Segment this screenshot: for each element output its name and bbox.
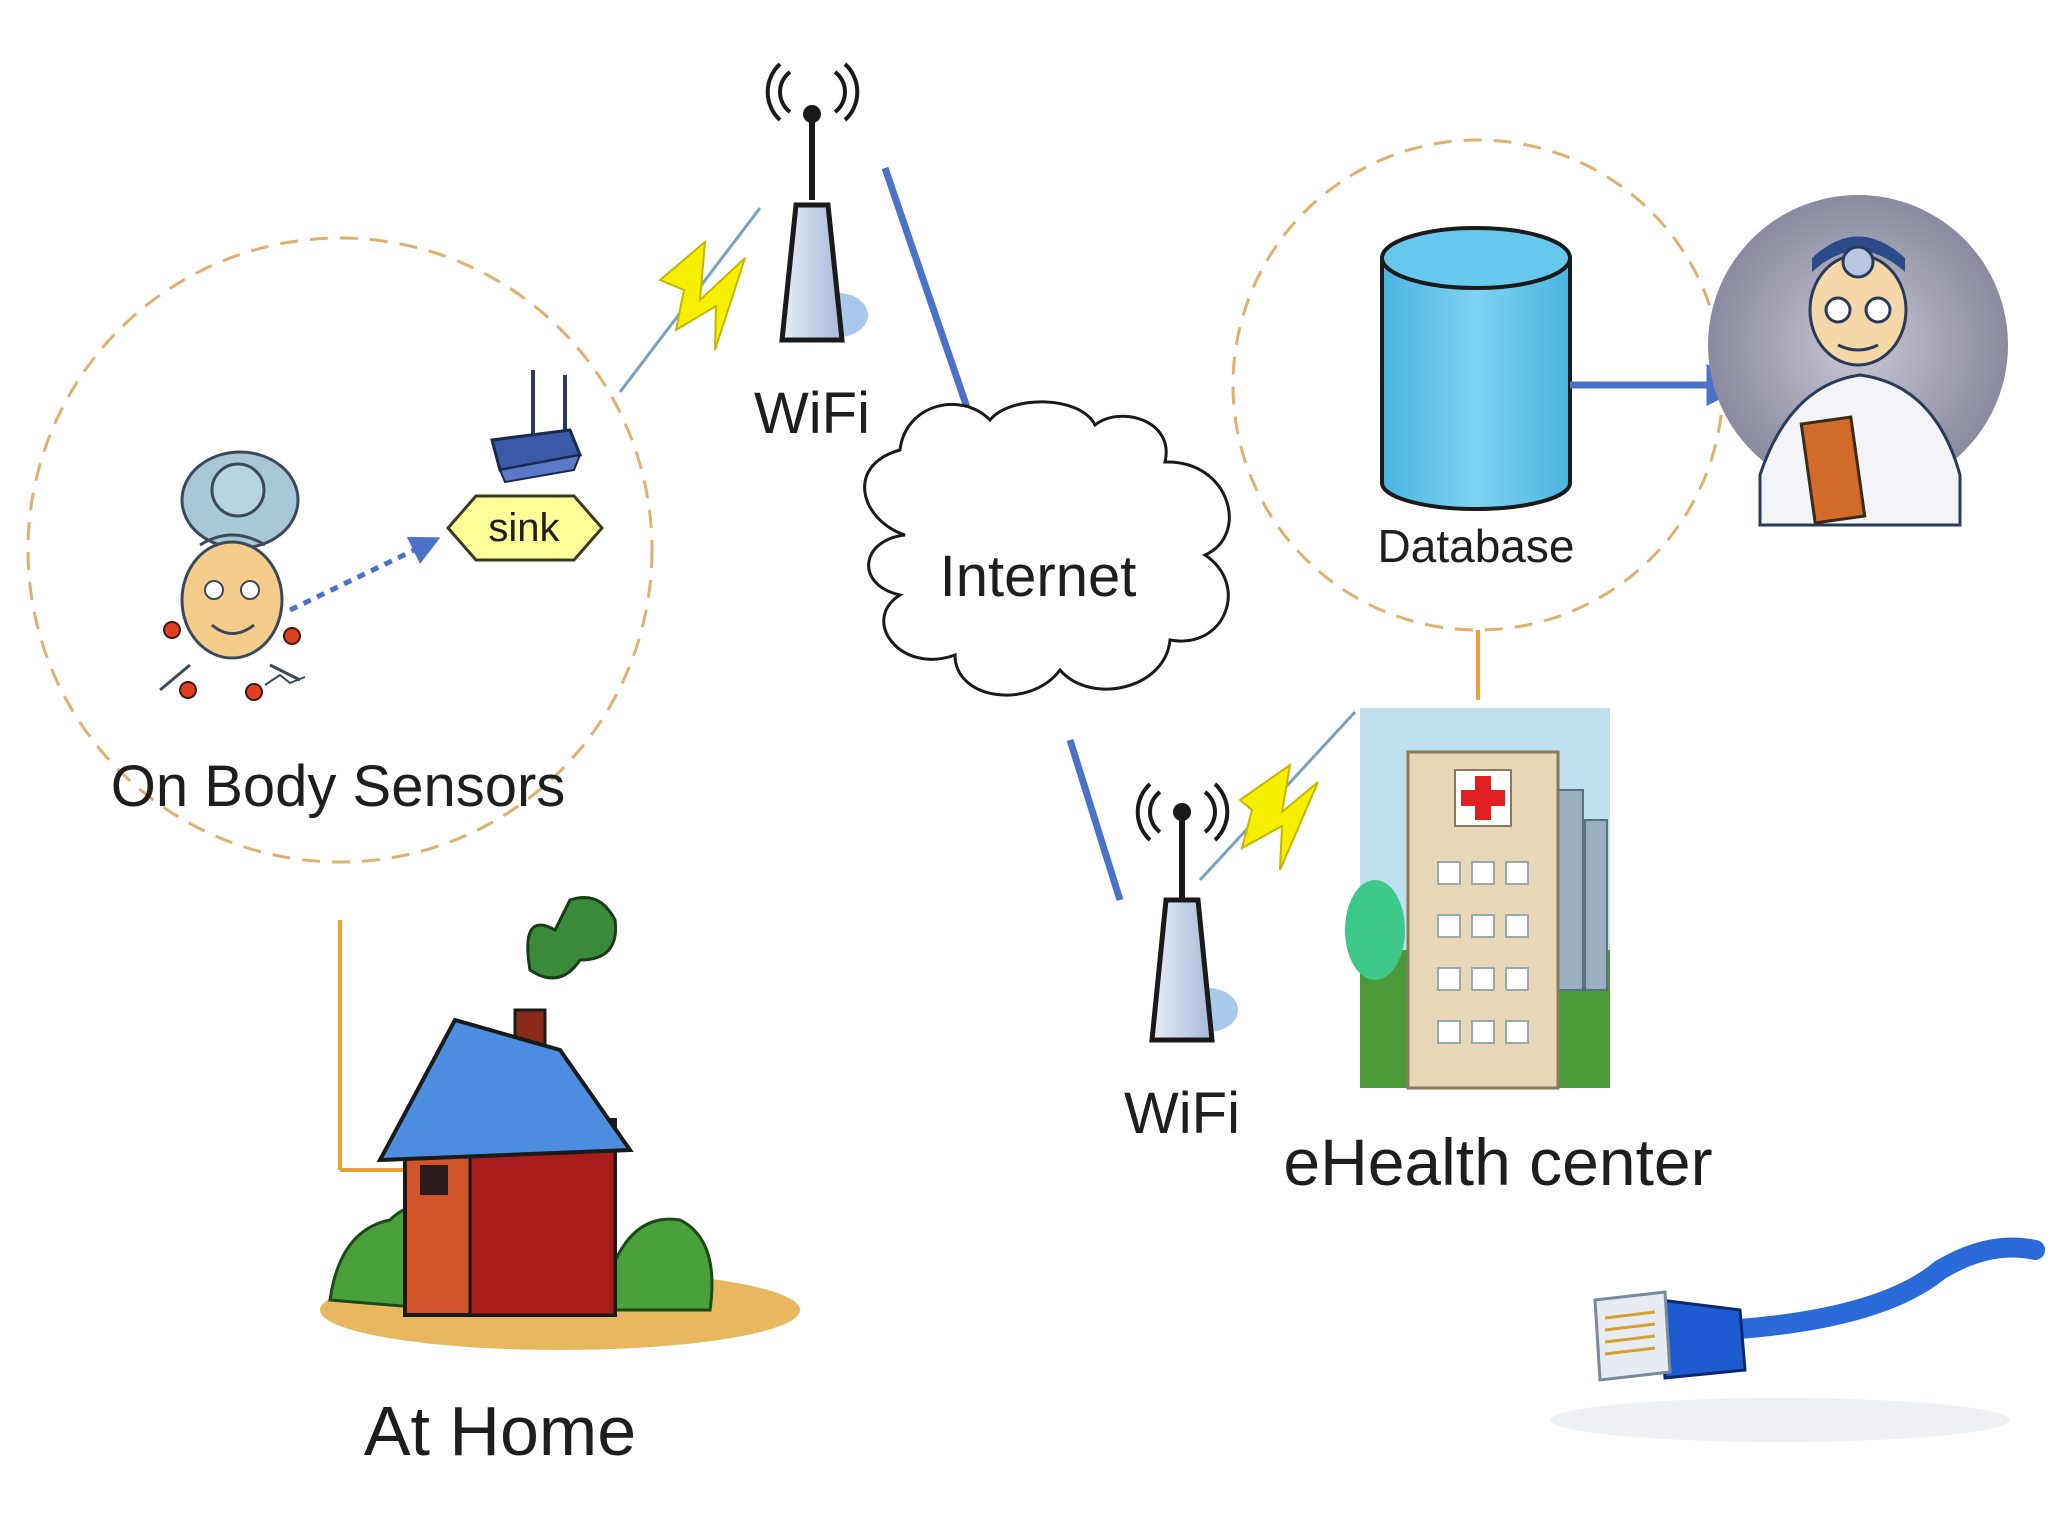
- wifi-top-label: WiFi: [754, 381, 870, 446]
- ethernet-cable-icon: [1550, 1248, 2035, 1443]
- sensor-to-sink-arrow: [290, 540, 435, 610]
- internet-label: Internet: [940, 544, 1137, 609]
- wifi-bottom-label: WiFi: [1124, 1081, 1240, 1146]
- doctor-icon: [1708, 195, 2008, 525]
- at-home-label: At Home: [364, 1392, 636, 1470]
- on-body-sensors-label: On Body Sensors: [111, 754, 566, 819]
- wireless-link-icon: [620, 208, 760, 392]
- sink-node: sink: [448, 496, 602, 560]
- hospital-building-icon: [1345, 708, 1610, 1088]
- router-icon: [492, 370, 580, 482]
- wifi-access-point-icon: [768, 64, 868, 340]
- internet-link-bottom: [1070, 740, 1120, 900]
- database-cylinder-icon: [1382, 228, 1570, 509]
- database-label: Database: [1378, 520, 1575, 572]
- sink-label: sink: [488, 506, 560, 550]
- ehealth-center-label: eHealth center: [1283, 1125, 1712, 1199]
- house-icon: [320, 898, 800, 1351]
- elderly-woman-icon: [160, 452, 305, 700]
- wifi-access-point-icon-2: [1138, 784, 1238, 1040]
